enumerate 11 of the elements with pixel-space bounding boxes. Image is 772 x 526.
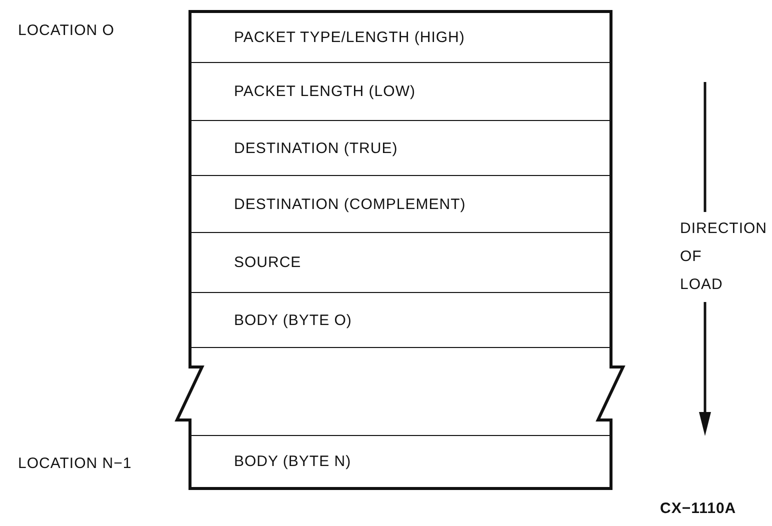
figure-code: CX−1110A <box>660 500 736 517</box>
location-label: LOCATION N−1 <box>18 455 132 472</box>
memory-field: PACKET TYPE/LENGTH (HIGH) <box>190 10 610 62</box>
memory-field: PACKET LENGTH (LOW) <box>190 62 610 120</box>
memory-field: BODY (BYTE O) <box>190 292 610 347</box>
memory-field: SOURCE <box>190 232 610 292</box>
memory-field: BODY (BYTE N) <box>190 435 610 490</box>
memory-field: DESTINATION (COMPLEMENT) <box>190 175 610 232</box>
location-label: LOCATION O <box>18 22 114 39</box>
direction-label: DIRECTION OF LOAD <box>680 219 768 295</box>
memory-field: DESTINATION (TRUE) <box>190 120 610 175</box>
